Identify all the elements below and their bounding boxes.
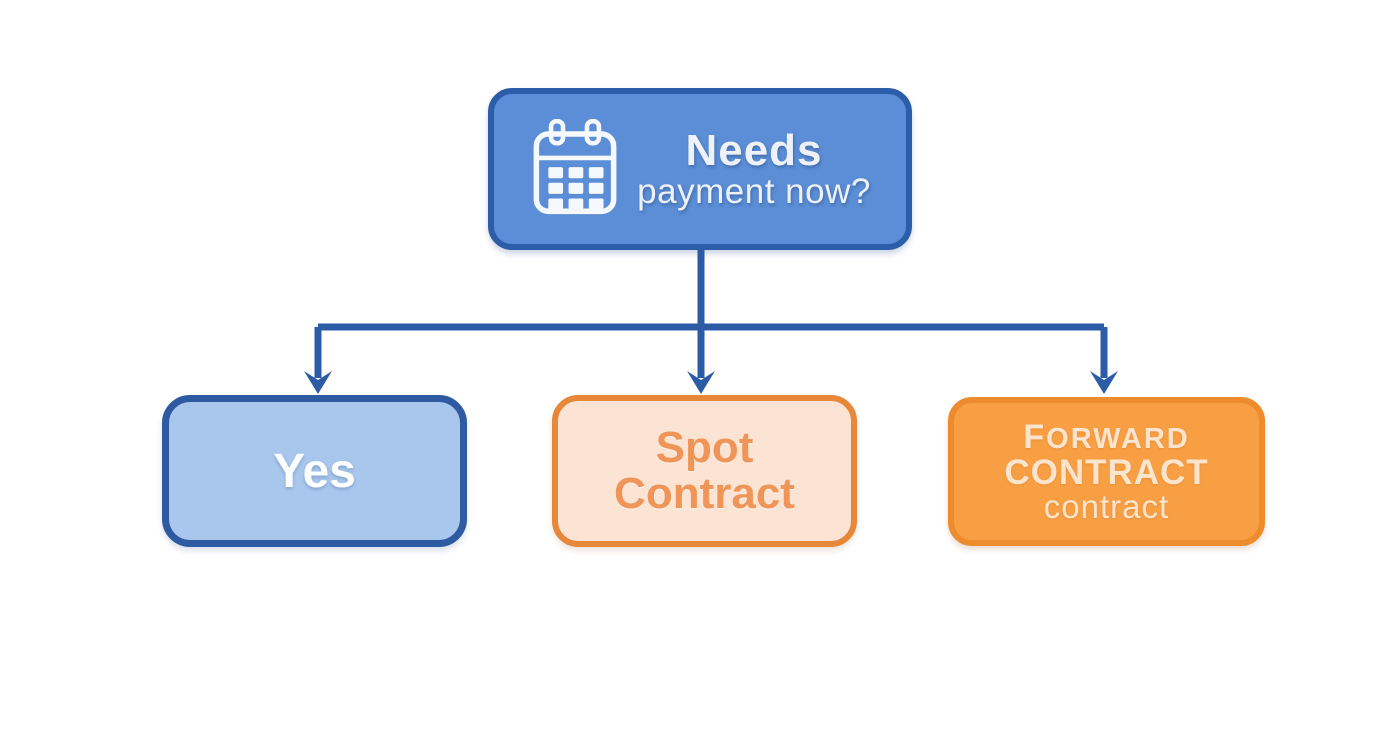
root-label-line2: payment now? bbox=[637, 171, 871, 211]
forward-label-line1: FORWARD bbox=[1023, 418, 1190, 457]
calendar-icon bbox=[533, 119, 617, 215]
root-node-label: Needs payment now? bbox=[637, 125, 871, 211]
spot-label-line2: Contract bbox=[614, 469, 795, 518]
node-yes: Yes bbox=[162, 395, 467, 547]
arrow-down-icon bbox=[687, 371, 715, 394]
node-spot-contract: Spot Contract bbox=[552, 395, 857, 547]
node-forward-contract: FORWARD CONTRACT contract bbox=[948, 397, 1265, 546]
spot-node-label: Spot Contract bbox=[614, 425, 795, 517]
spot-label-line1: Spot bbox=[655, 423, 754, 473]
forward-node-label: FORWARD CONTRACT contract bbox=[1004, 418, 1209, 525]
yes-node-label: Yes bbox=[273, 444, 356, 498]
node-needs-payment-now: Needs payment now? bbox=[488, 88, 912, 250]
forward-label-line2: CONTRACT bbox=[1004, 452, 1209, 492]
root-node-content: Needs payment now? bbox=[529, 119, 871, 219]
root-label-line1: Needs bbox=[685, 125, 823, 175]
arrow-down-icon bbox=[1090, 371, 1118, 394]
forward-label-line3: contract bbox=[1043, 487, 1170, 525]
arrow-down-icon bbox=[304, 371, 332, 394]
